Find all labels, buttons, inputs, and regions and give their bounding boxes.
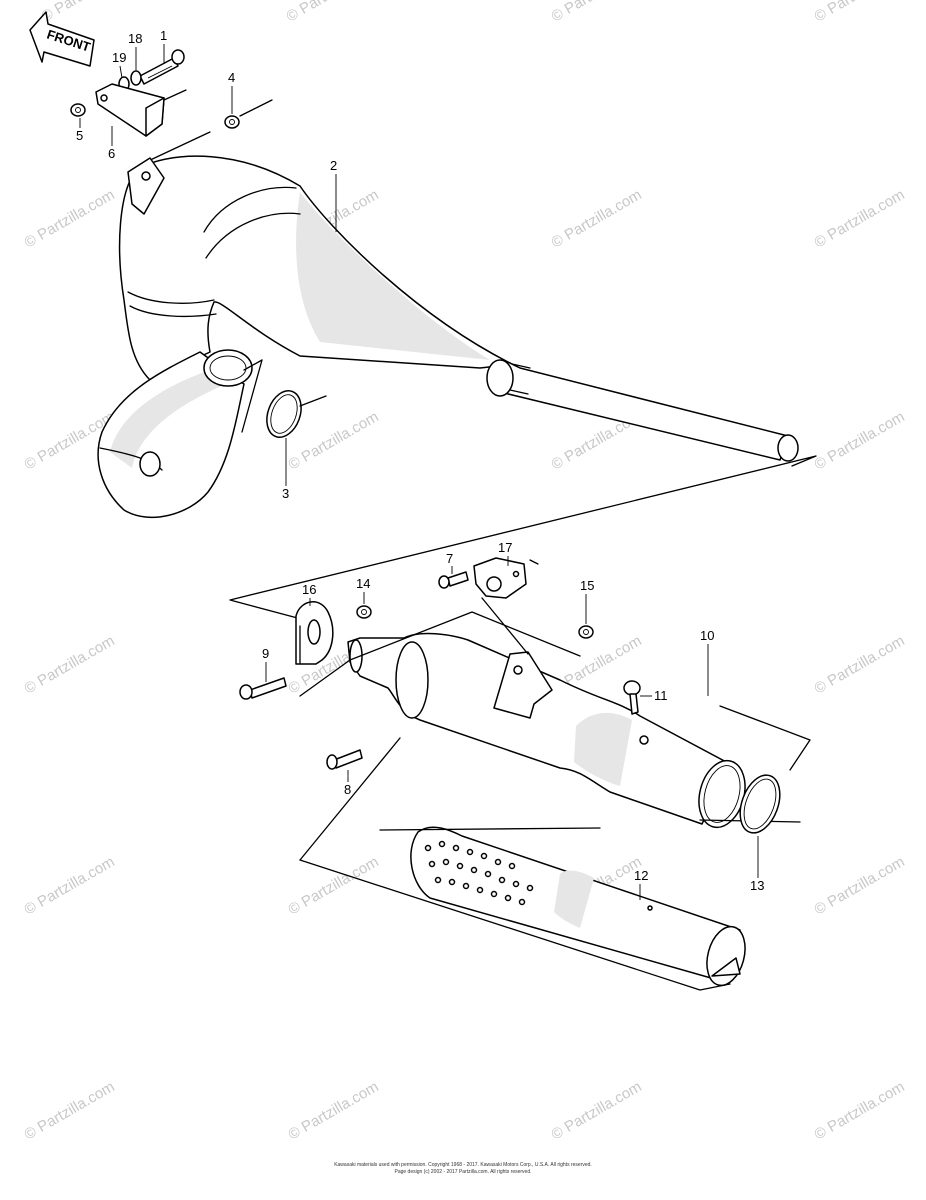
callout-15: 15: [580, 578, 594, 593]
gasket-13: [739, 774, 781, 834]
muffler-insert: [299, 826, 746, 991]
callout-17: 17: [498, 540, 512, 555]
gasket-ring: [266, 390, 327, 438]
callout-16: 16: [302, 582, 316, 597]
watermark: © Partzilla.com: [549, 0, 645, 25]
watermark: © Partzilla.com: [812, 0, 908, 25]
nut-15: [578, 625, 594, 639]
muffler-bracket: [473, 557, 539, 655]
watermark: © Partzilla.com: [22, 632, 118, 697]
bolt-9: [239, 677, 287, 700]
copyright-line-2: Page design (c) 2002 - 2017 Partzilla.co…: [394, 1169, 532, 1175]
watermark: © Partzilla.com: [39, 0, 135, 25]
clamp-16: [295, 601, 334, 665]
watermark: © Partzilla.com: [286, 1078, 382, 1143]
front-arrow-icon: FRONT: [29, 11, 95, 67]
callout-13: 13: [750, 878, 764, 893]
callout-2: 2: [330, 158, 337, 173]
screw-11: [623, 680, 641, 715]
watermark: © Partzilla.com: [549, 186, 645, 251]
callout-6: 6: [108, 146, 115, 161]
section-divider: [229, 455, 817, 625]
callout-14: 14: [356, 576, 370, 591]
watermark: © Partzilla.com: [812, 408, 908, 473]
muffler: [299, 611, 811, 861]
watermark: © Partzilla.com: [22, 186, 118, 251]
callout-11: 11: [654, 688, 668, 703]
watermark: © Partzilla.com: [812, 186, 908, 251]
callout-19: 19: [112, 50, 126, 65]
bolt-8: [326, 749, 363, 770]
callout-1: 1: [160, 28, 167, 43]
watermark: © Partzilla.com: [812, 1078, 908, 1143]
callout-12: 12: [634, 868, 648, 883]
perforation-holes: [424, 840, 534, 906]
callout-4: 4: [228, 70, 235, 85]
callout-9: 9: [262, 646, 269, 661]
header-pipe: [97, 349, 263, 518]
nut-14: [356, 605, 372, 619]
watermark: © Partzilla.com: [22, 1078, 118, 1143]
callout-8: 8: [344, 782, 351, 797]
callout-3: 3: [282, 486, 289, 501]
watermark: © Partzilla.com: [286, 853, 382, 918]
callout-10: 10: [700, 628, 714, 643]
watermark: © Partzilla.com: [549, 1078, 645, 1143]
bolt-7: [438, 571, 469, 589]
watermark: © Partzilla.com: [22, 853, 118, 918]
callout-18: 18: [128, 31, 142, 46]
callout-5: 5: [76, 128, 83, 143]
watermark: © Partzilla.com: [284, 0, 380, 25]
expansion-chamber: [118, 155, 799, 462]
callout-labels: 1 18 19 4 5 6 2 3 7 17 16 14 15: [76, 28, 764, 900]
watermark: © Partzilla.com: [812, 853, 908, 918]
copyright-line-1: Kawasaki materials used with permission.…: [334, 1162, 592, 1168]
callout-7: 7: [446, 551, 453, 566]
mounting-hardware-upper: [70, 49, 273, 163]
watermark: © Partzilla.com: [812, 632, 908, 697]
